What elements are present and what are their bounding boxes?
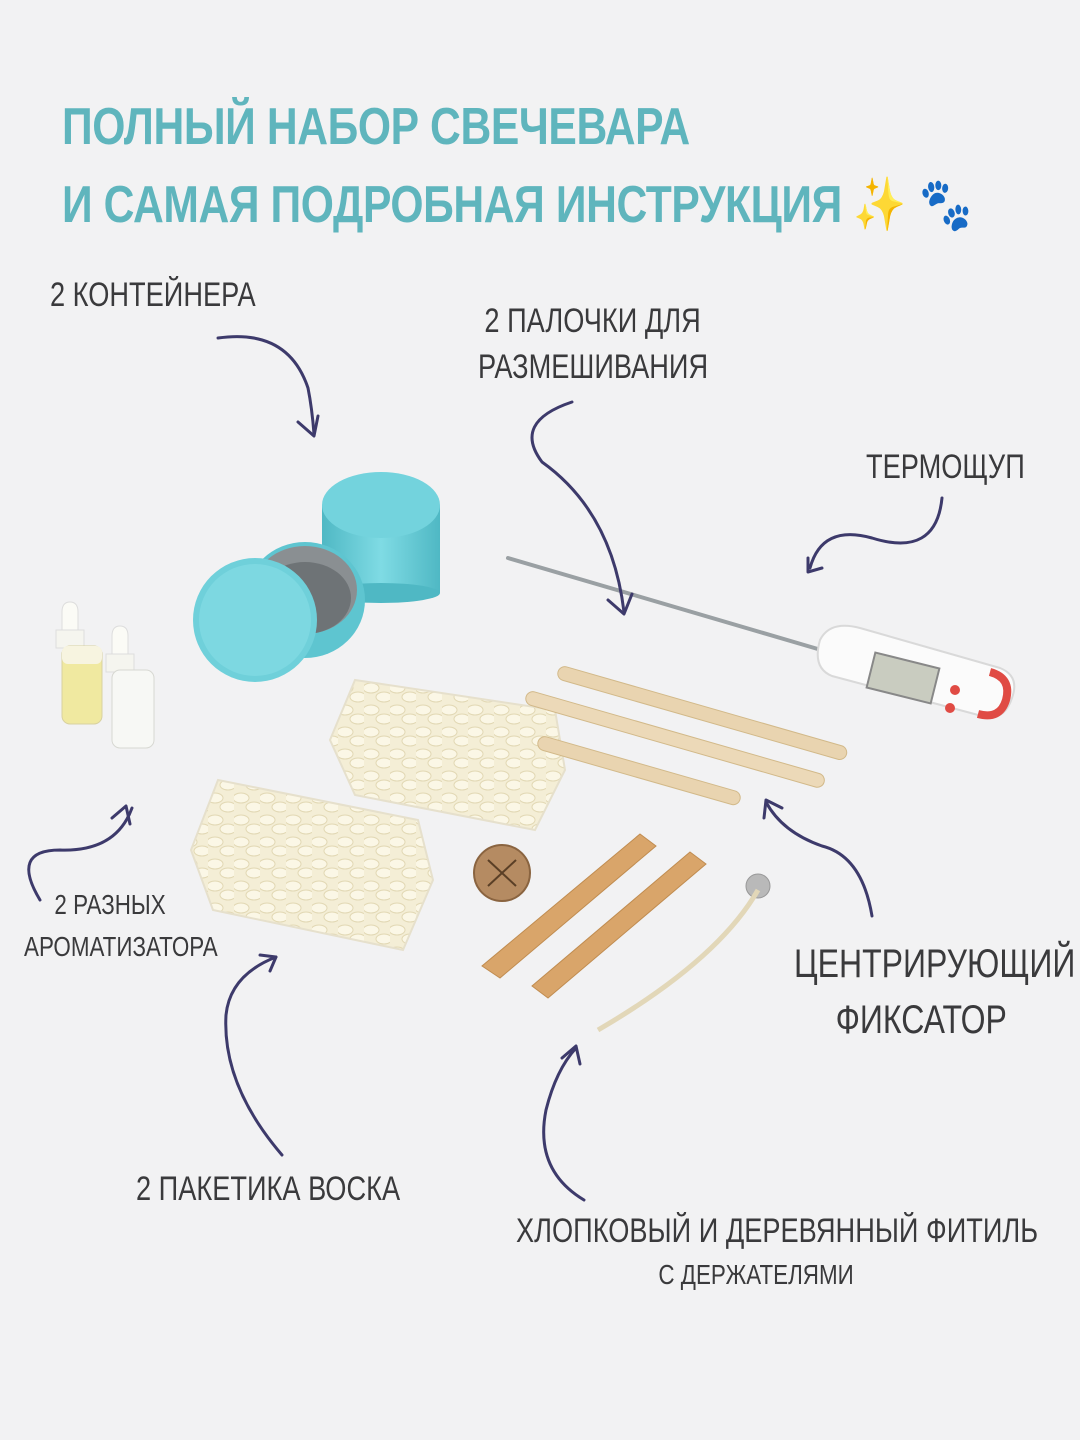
stirring-sticks	[525, 666, 848, 806]
label-flavors-line-1: 2 РАЗНЫХ	[54, 889, 166, 920]
wax-bags	[189, 678, 567, 952]
label-wicks-line-2: С ДЕРЖАТЕЛЯМИ	[658, 1259, 854, 1290]
label-fixer: ЦЕНТРИРУЮЩИЙ ФИКСАТОР	[794, 936, 1075, 1048]
label-fixer-line-1: ЦЕНТРИРУЮЩИЙ	[794, 942, 1076, 986]
flavor-bottles	[55, 601, 155, 749]
label-thermometer: ТЕРМОЩУП	[866, 448, 1025, 486]
arrow-thermometer	[806, 496, 944, 574]
arrow-wicks	[542, 1044, 586, 1202]
containers	[193, 472, 440, 682]
wicks	[473, 833, 771, 1033]
arrow-flavors	[27, 804, 134, 902]
arrow-sticks	[530, 400, 634, 616]
title-line-1: ПОЛНЫЙ НАБОР СВЕЧЕВАРА	[62, 98, 690, 156]
label-fixer-line-2: ФИКСАТОР	[835, 998, 1007, 1042]
arrow-wax	[224, 953, 284, 1157]
label-sticks-line-2: РАЗМЕШИВАНИЯ	[478, 348, 709, 386]
label-sticks-line-1: 2 ПАЛОЧКИ ДЛЯ	[484, 302, 701, 340]
arrows	[27, 335, 944, 1202]
thermometer	[506, 556, 1016, 720]
arrow-containers	[216, 335, 320, 438]
label-containers: 2 КОНТЕЙНЕРА	[50, 276, 256, 314]
label-wicks: ХЛОПКОВЫЙ И ДЕРЕВЯННЫЙ ФИТИЛЬ С ДЕРЖАТЕЛ…	[516, 1208, 1038, 1296]
label-flavors: 2 РАЗНЫХ АРОМАТИЗАТОРА	[24, 884, 218, 968]
tin-front	[193, 542, 365, 682]
bottle-yellow	[55, 601, 103, 725]
page-title: ПОЛНЫЙ НАБОР СВЕЧЕВАРА И САМАЯ ПОДРОБНАЯ…	[62, 88, 972, 244]
arrow-fixer	[762, 798, 874, 918]
bottle-clear	[105, 625, 155, 749]
title-line-2: И САМАЯ ПОДРОБНАЯ ИНСТРУКЦИЯ ✨ 🐾	[62, 166, 972, 244]
label-wicks-line-1: ХЛОПКОВЫЙ И ДЕРЕВЯННЫЙ ФИТИЛЬ	[516, 1212, 1039, 1250]
label-wax: 2 ПАКЕТИКА ВОСКА	[136, 1170, 401, 1208]
label-flavors-line-2: АРОМАТИЗАТОРА	[24, 931, 218, 962]
sparkles-paw-icon: ✨ 🐾	[853, 175, 972, 235]
label-stirring-sticks: 2 ПАЛОЧКИ ДЛЯ РАЗМЕШИВАНИЯ	[478, 298, 708, 390]
title-line-2-text: И САМАЯ ПОДРОБНАЯ ИНСТРУКЦИЯ	[62, 176, 842, 234]
